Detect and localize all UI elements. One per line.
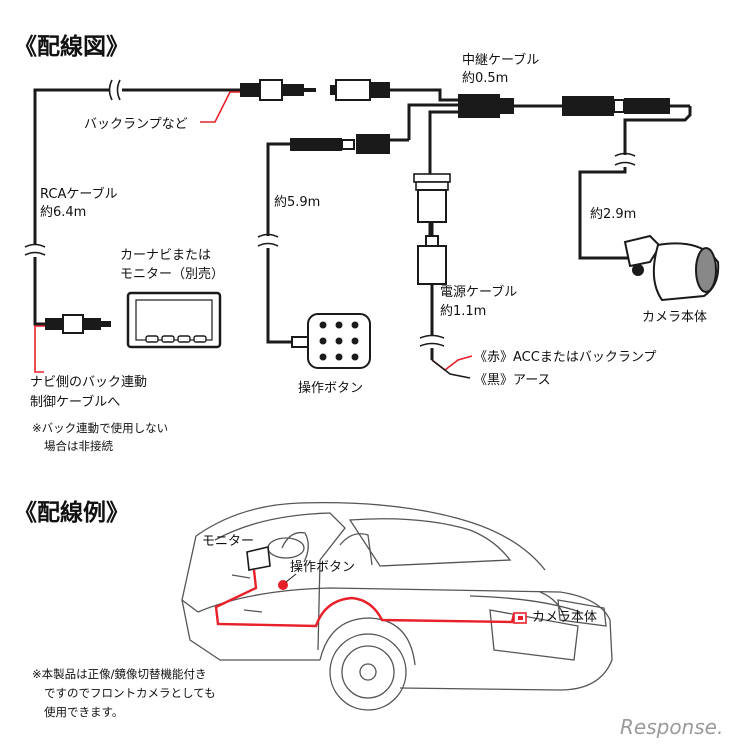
rca-break-left <box>24 243 46 257</box>
example-red-route <box>214 569 516 628</box>
nav-side-label-1: ナビ側のバック連動 <box>30 375 147 390</box>
nav-side-label-2: 制御ケーブルへ <box>30 394 120 410</box>
nav-label-2: モニター（別売） <box>120 266 224 282</box>
black-wire <box>431 359 471 379</box>
rca-break-top <box>108 79 122 101</box>
relay-junction <box>458 94 562 118</box>
example-monitor <box>246 546 271 571</box>
red-wire-label: 《赤》ACCまたはバックランプ <box>474 350 656 365</box>
power-plug <box>413 173 451 236</box>
op-button-label: 操作ボタン <box>298 380 363 396</box>
rca-plug-top <box>240 79 316 101</box>
example-title: 《配線例》 <box>14 499 129 526</box>
camera-body-label: カメラ本体 <box>642 310 707 325</box>
note1-line-2: 場合は非接続 <box>44 439 113 453</box>
power-break <box>419 334 445 348</box>
nav-label-1: カーナビまたは <box>120 248 211 263</box>
example-op-button-label: 操作ボタン <box>290 559 355 575</box>
op-button <box>291 313 371 369</box>
example-note-line-1: ※本製品は正像/鏡像切替機能付き <box>32 667 207 681</box>
camera-cable <box>578 106 692 260</box>
op-cable-break <box>257 233 279 248</box>
relay-rca-jack <box>330 79 390 101</box>
example-note-line-3: 使用できます。 <box>44 705 123 719</box>
len-59-label: 約5.9m <box>274 195 320 210</box>
wiring-title: 《配線図》 <box>14 33 129 60</box>
example-camera-lens <box>518 616 523 620</box>
black-wire-label: 《黒》アース <box>474 373 551 388</box>
relay-len-label: 約0.5m <box>462 71 508 86</box>
op-connector-plug <box>290 134 390 154</box>
op-pointer <box>285 573 297 583</box>
rca-cable <box>33 88 240 326</box>
response-logo: Response. <box>620 715 723 739</box>
back-lamp-red-wire <box>200 91 240 123</box>
note1-line-1: ※バック連動で使用しない <box>32 421 168 435</box>
car-illustration <box>181 502 613 711</box>
example-note-line-2: ですのでフロントカメラとしても <box>44 686 216 700</box>
camera-len-label: 約2.9m <box>590 207 636 222</box>
example-camera-label: カメラ本体 <box>532 610 597 625</box>
back-lamp-label: バックランプなど <box>84 117 188 132</box>
power-socket <box>417 235 447 285</box>
nav-side-red-wire <box>34 325 45 373</box>
rca-cable-label: RCAケーブル <box>40 186 118 202</box>
rca-plug-bottom <box>45 314 111 334</box>
camera-connector <box>562 96 690 116</box>
rca-len-label: 約6.4m <box>40 205 86 220</box>
relay-cable-label: 中継ケーブル <box>462 52 539 68</box>
power-cable-label: 電源ケーブル <box>440 284 517 300</box>
example-op-button <box>278 580 288 590</box>
camera-body <box>623 234 720 302</box>
example-monitor-label: モニター <box>202 534 254 549</box>
monitor <box>126 291 222 349</box>
power-len-label: 約1.1m <box>440 304 486 319</box>
red-wire <box>431 355 473 372</box>
camera-break <box>614 152 636 167</box>
op-button-cable <box>266 138 409 344</box>
